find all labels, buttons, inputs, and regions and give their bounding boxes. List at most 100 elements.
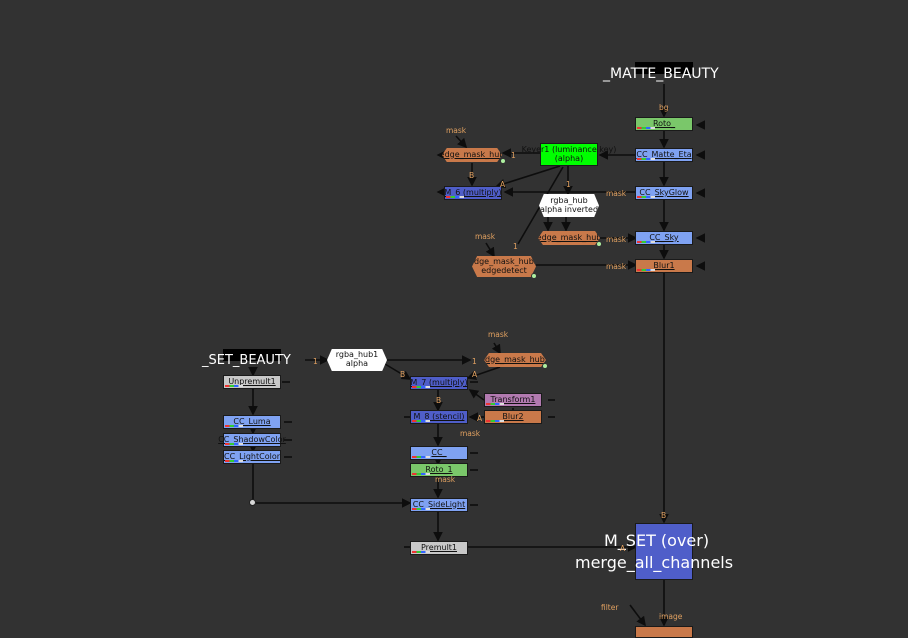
node-m8[interactable]: M_8 (stencil) <box>410 410 468 424</box>
input-label-mask: mask <box>446 126 467 135</box>
node-label: M_6 (multiply) <box>444 187 502 197</box>
node-roto-1[interactable]: Roto_1 <box>410 463 468 477</box>
input-label-B: B <box>400 370 406 379</box>
node-output-dot[interactable] <box>500 158 506 164</box>
input-label-mask: mask <box>606 262 627 271</box>
channel-bar <box>637 196 655 198</box>
channel-bar <box>412 420 430 422</box>
node-label: edge_mask_hub2 <box>469 256 539 266</box>
input-label-B: B <box>436 396 442 405</box>
node-sublabel: edgedetect <box>481 265 527 275</box>
m-set-sublabel: merge_all_channels <box>575 553 734 572</box>
node-bottom-partial[interactable] <box>635 626 693 638</box>
node-cc-luma[interactable]: CC_Luma <box>223 415 281 429</box>
node-label: Blur2 <box>502 411 524 421</box>
input-label-bg: bg <box>659 103 669 112</box>
node-premult1[interactable]: Premult1 <box>410 541 468 555</box>
channel-bar <box>225 385 243 387</box>
input-label-mask: mask <box>488 330 509 339</box>
node-sublabel: alpha <box>345 359 369 368</box>
input-label-A: A <box>477 414 483 423</box>
channel-bar <box>225 443 243 445</box>
channel-bar <box>412 508 430 510</box>
input-label-B: B <box>469 171 475 180</box>
input-label-mask: mask <box>435 475 456 484</box>
node-label: CC_LightColor <box>223 451 281 461</box>
channel-bar <box>412 473 430 475</box>
node-m6[interactable]: M_6 (multiply) <box>444 186 502 200</box>
node-sublabel: alpha inverted <box>539 204 599 214</box>
node-cc-lightcolor[interactable]: CC_LightColor <box>223 450 281 464</box>
input-label-1: 1 <box>566 180 571 189</box>
input-label-A: A <box>500 180 506 189</box>
node-label: CC_SideLight <box>412 499 466 509</box>
backdrop-set-beauty-header <box>223 349 281 361</box>
node-label: edge_mask_hub3 <box>480 354 550 364</box>
node-cc-sidelight[interactable]: CC_SideLight <box>410 498 468 512</box>
node-unpremult1[interactable]: Unpremult1 <box>223 375 281 389</box>
channel-bar <box>412 386 430 388</box>
input-label-mask: mask <box>606 189 627 198</box>
node-cc-blank[interactable]: CC_ <box>410 446 468 460</box>
backdrop-matte-beauty-label[interactable]: _MATTE_BEAUTY <box>603 66 719 82</box>
input-label-1: 1 <box>511 151 516 160</box>
node-cc-shadowcolor[interactable]: CC_ShadowColor <box>218 433 286 447</box>
node-m7[interactable]: M_7 (multiply) <box>410 376 468 390</box>
node-cc-sky[interactable]: CC_Sky <box>635 231 693 245</box>
input-label-A: A <box>620 544 626 553</box>
channel-bar <box>225 460 243 462</box>
node-cc-skyglow[interactable]: CC_SkyGlow <box>635 186 693 200</box>
node-output-dot[interactable] <box>596 241 602 247</box>
node-blur1[interactable]: Blur1 <box>635 259 693 273</box>
input-label-filter: filter <box>601 603 619 612</box>
channel-bar <box>486 403 504 405</box>
node-sublabel: (alpha) <box>554 153 584 163</box>
channel-bar <box>486 420 504 422</box>
backdrop-set-beauty-label[interactable]: _SET_BEAUTY <box>202 353 291 368</box>
channel-bar <box>412 456 430 458</box>
node-edge-mask-hub-mid[interactable]: edge_mask_hub <box>538 231 600 245</box>
node-transform1[interactable]: Transform1 <box>484 393 542 407</box>
input-label-mask: mask <box>460 429 481 438</box>
channel-bar <box>637 269 655 271</box>
node-label: CC_Sky <box>649 232 679 242</box>
dot-node[interactable] <box>249 499 256 506</box>
input-label-mask: mask <box>606 235 627 244</box>
node-m-set[interactable] <box>635 523 693 580</box>
node-edge-mask-hub3[interactable]: edge_mask_hub3 <box>484 353 546 367</box>
channel-bar <box>412 551 430 553</box>
node-label: Roto_ <box>652 118 676 128</box>
node-output-dot[interactable] <box>542 363 548 369</box>
input-label-image: image <box>659 612 683 621</box>
input-label-B: B <box>661 511 667 520</box>
channel-bar <box>637 158 655 160</box>
input-label-mask: mask <box>475 232 496 241</box>
node-cc-matte-eta[interactable]: CC_Matte_Eta <box>635 148 693 162</box>
node-edge-mask-hub-top[interactable]: edge_mask_hub <box>442 148 502 162</box>
input-label-1: 1 <box>513 242 518 251</box>
node-roto-top[interactable]: Roto_ <box>635 117 693 131</box>
node-label: Transform1 <box>490 394 536 404</box>
input-label-A: A <box>472 370 478 379</box>
node-label: CC_Luma <box>233 416 271 426</box>
node-blur2[interactable]: Blur2 <box>484 410 542 424</box>
node-keyer1[interactable]: Keyer1 (luminance key)(alpha) <box>522 143 616 166</box>
channel-bar <box>637 127 655 129</box>
channel-bar <box>446 196 464 198</box>
node-output-dot[interactable] <box>531 273 537 279</box>
node-label: CC_ShadowColor <box>218 434 286 444</box>
backdrop-matte-beauty-header <box>635 62 693 74</box>
node-label: M_7 (multiply) <box>410 377 468 387</box>
node-label: Blur1 <box>653 260 675 270</box>
node-label: Keyer1 (luminance key) <box>521 144 617 154</box>
node-label: CC_ <box>431 447 447 457</box>
node-label: M_8 (stencil) <box>413 411 465 421</box>
input-label-1: 1 <box>472 357 477 366</box>
node-label: rgba_hub1 <box>335 350 379 360</box>
node-label: CC_Matte_Eta <box>636 149 692 159</box>
node-label: rgba_hub <box>550 195 588 205</box>
